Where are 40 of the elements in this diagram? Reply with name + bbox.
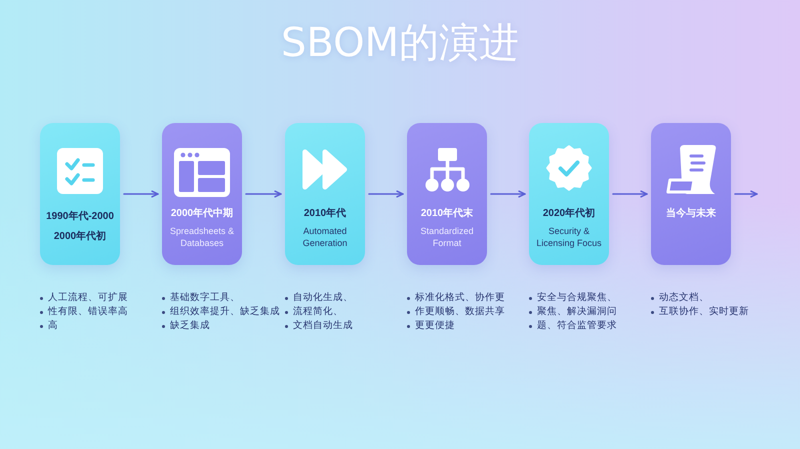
list-item: 自动化生成、	[293, 291, 353, 305]
card-heading: 2000年代中期	[170, 207, 234, 220]
list-item: 性有限、错误率高	[48, 305, 128, 319]
card-heading: 1990年代-2000	[46, 210, 114, 223]
list-item: 聚焦、解决漏洞问	[537, 305, 617, 319]
arrow	[734, 190, 758, 198]
card-heading: 2010年代	[304, 207, 346, 220]
list-item: 组织效率提升、缺乏集成	[170, 305, 280, 319]
list-item: 缺乏集成	[170, 319, 210, 333]
list-item: 人工流程、可扩展	[48, 291, 128, 305]
arrow	[368, 190, 404, 198]
card-heading: 当今与未来	[666, 207, 716, 220]
list-item: 动态文档、	[659, 291, 709, 305]
list-item: 高	[48, 319, 58, 333]
arrow	[490, 190, 526, 198]
arrow	[612, 190, 648, 198]
arrow	[245, 190, 282, 198]
list-item: 更更便捷	[415, 319, 455, 333]
list-item: 文档自动生成	[293, 319, 353, 333]
list-item: 题、符合监管要求	[537, 319, 617, 333]
card-heading: 2010年代末	[420, 207, 474, 220]
stage-card	[529, 123, 609, 265]
stage-card	[40, 123, 120, 265]
card-subtitle: Automated Generation	[302, 225, 348, 249]
list-item: 标准化格式、协作更	[415, 291, 505, 305]
card-subtitle: Security & Licensing Focus	[535, 225, 603, 249]
list-item: 互联协作、实时更新	[659, 305, 749, 319]
stage-card	[162, 123, 242, 265]
stage-card	[285, 123, 365, 265]
list-item: 基础数字工具、	[170, 291, 240, 305]
card-heading: 2000年代初	[54, 230, 106, 243]
list-item: 流程简化、	[293, 305, 343, 319]
list-item: 作更顺畅、数据共享	[415, 305, 505, 319]
card-heading: 2020年代初	[542, 207, 596, 220]
card-subtitle: Standardized Format	[419, 225, 475, 249]
stage-card	[407, 123, 487, 265]
card-subtitle: Spreadsheets & Databases	[168, 225, 236, 249]
arrow	[123, 190, 159, 198]
stage-card	[651, 123, 731, 265]
list-item: 安全与合规聚焦、	[537, 291, 617, 305]
